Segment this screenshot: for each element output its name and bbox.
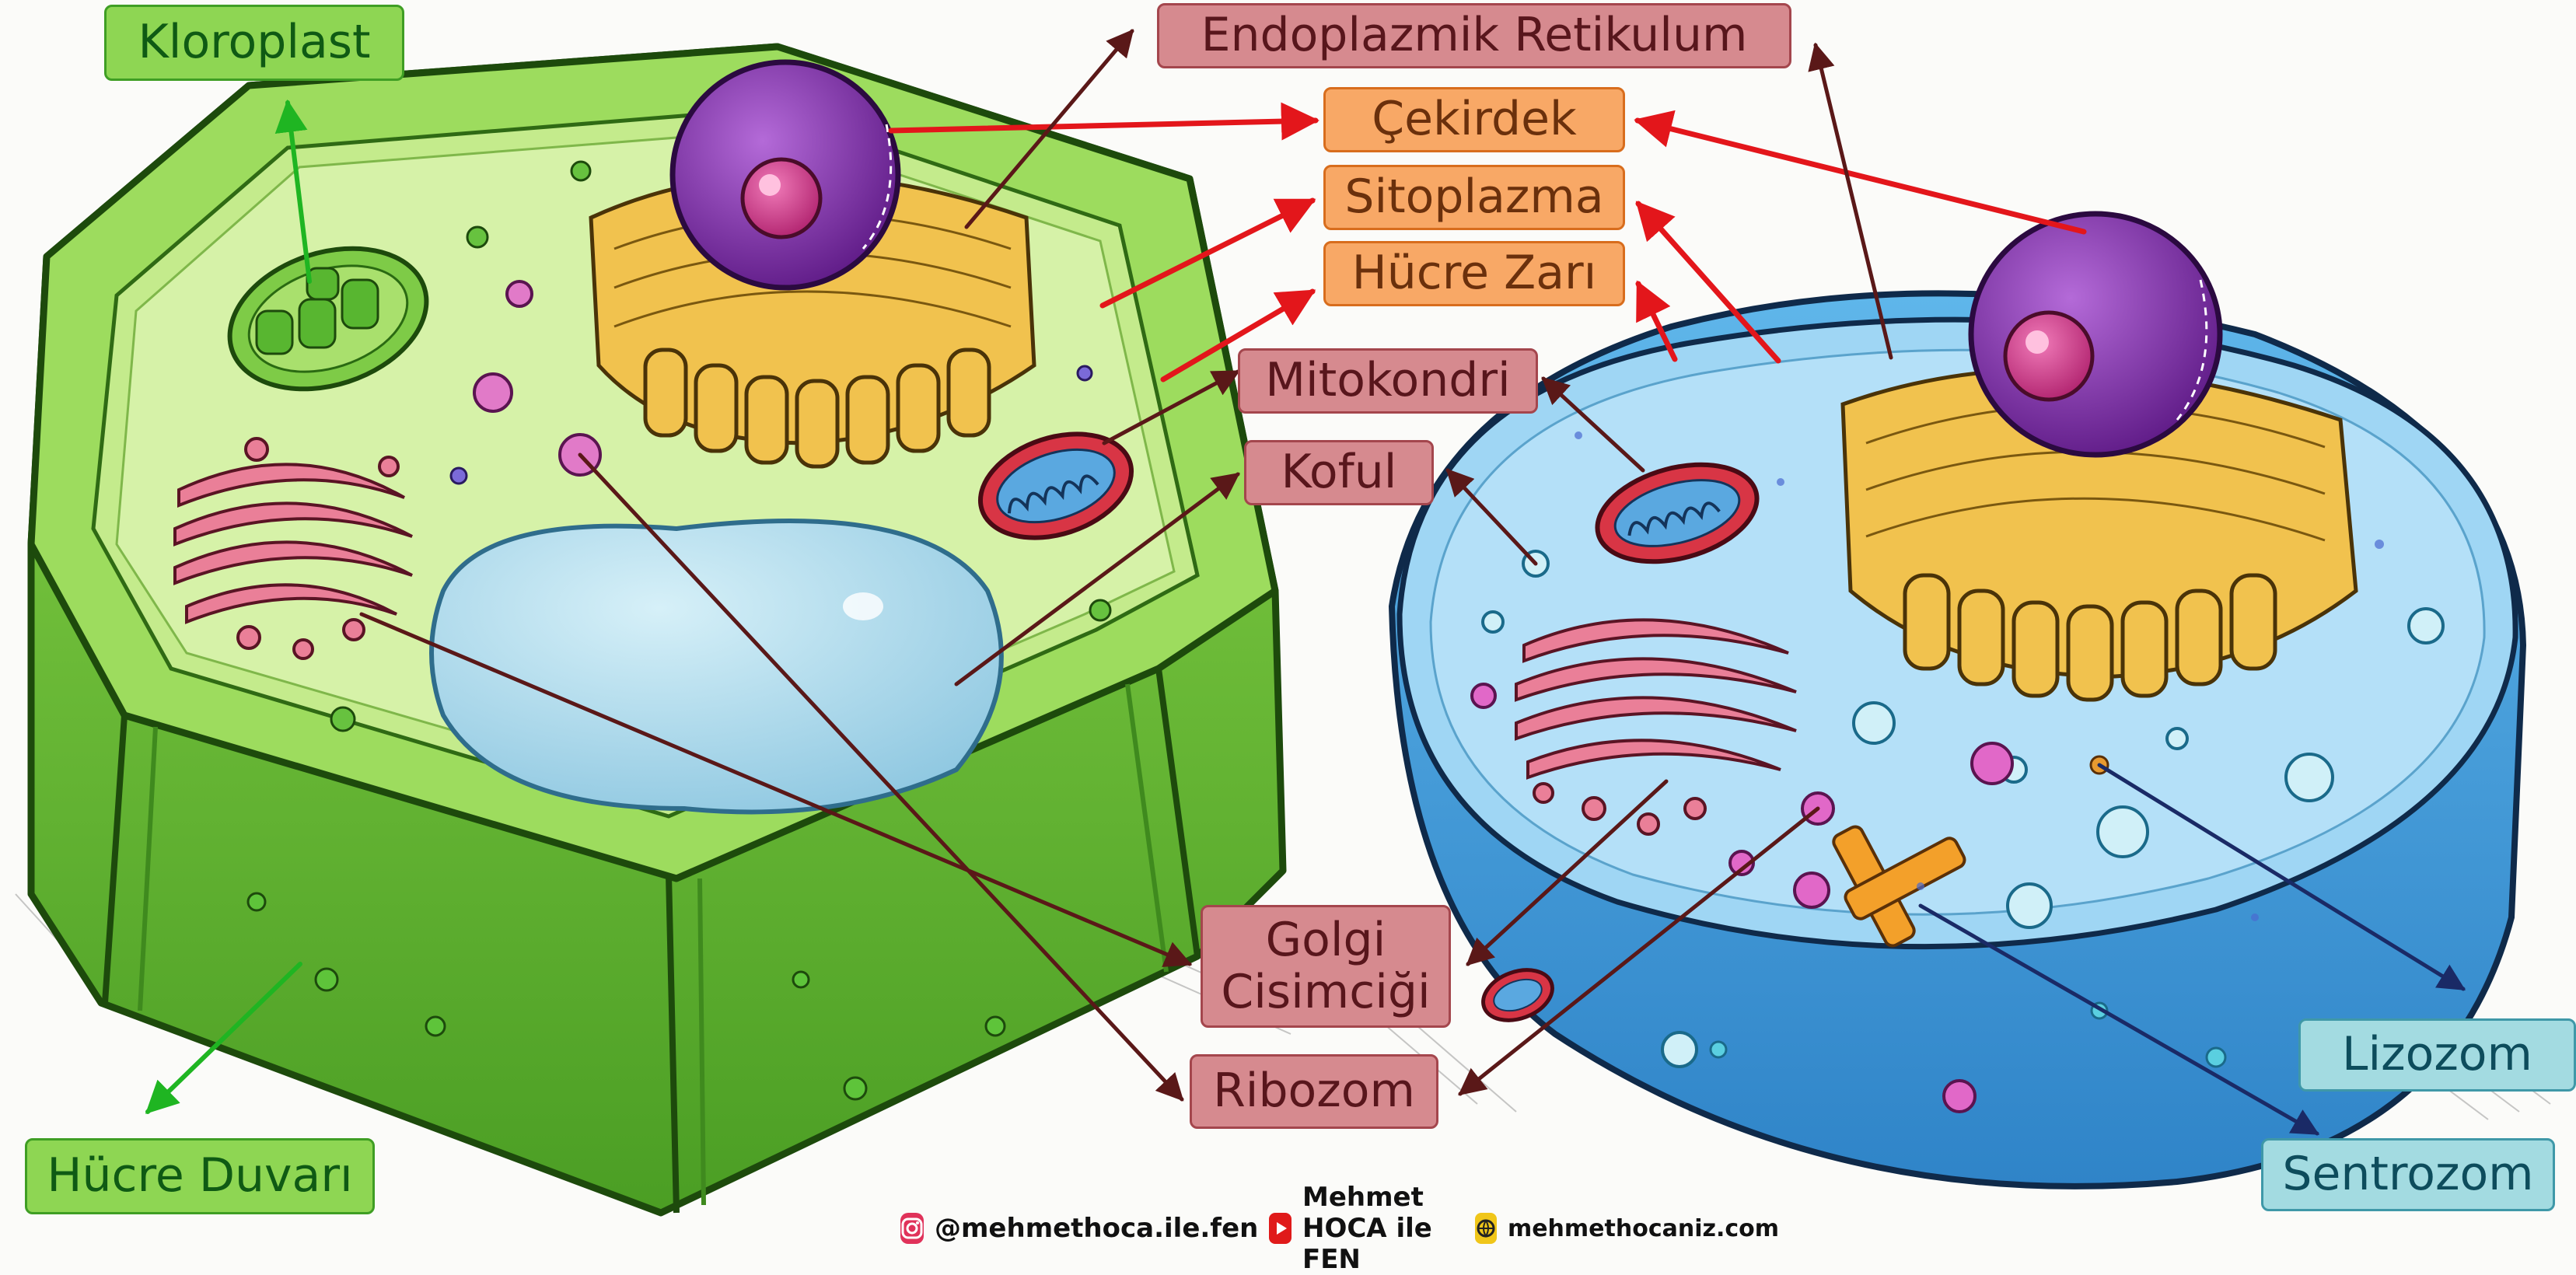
footer-credits: @mehmethoca.ile.fen Mehmet HOCA ile FEN … <box>869 1210 1779 1247</box>
footer-youtube[interactable]: Mehmet HOCA ile FEN <box>1302 1182 1464 1275</box>
plant-cell <box>31 47 1283 1213</box>
label-ribozom: Ribozom <box>1190 1054 1438 1129</box>
label-sentrozom: Sentrozom <box>2261 1138 2555 1211</box>
instagram-icon <box>900 1213 924 1244</box>
label-hucre-zari: Hücre Zarı <box>1323 241 1625 306</box>
label-hucre-duvari: Hücre Duvarı <box>25 1138 375 1214</box>
footer-website[interactable]: mehmethocaniz.com <box>1508 1215 1779 1242</box>
footer-instagram[interactable]: @mehmethoca.ile.fen <box>935 1213 1258 1244</box>
label-endoplazmik-retikulum: Endoplazmik Retikulum <box>1157 3 1791 68</box>
label-golgi-line1: Golgi <box>1266 914 1386 966</box>
label-mitokondri: Mitokondri <box>1238 348 1538 414</box>
plant-vacuole <box>432 521 1001 812</box>
label-cekirdek: Çekirdek <box>1323 87 1625 152</box>
animal-nucleus <box>1971 214 2220 455</box>
label-golgi-line2: Cisimciği <box>1221 966 1430 1018</box>
youtube-icon <box>1269 1213 1291 1244</box>
label-kloroplast: Kloroplast <box>104 5 404 81</box>
plant-nucleus <box>673 62 898 288</box>
label-lizozom: Lizozom <box>2298 1018 2576 1092</box>
globe-icon <box>1475 1213 1497 1244</box>
label-golgi-cisimcigi: Golgi Cisimciği <box>1201 905 1451 1028</box>
label-koful: Koful <box>1244 440 1434 505</box>
label-sitoplazma: Sitoplazma <box>1323 165 1625 230</box>
arrow-cekirdek-animal <box>1638 121 2084 232</box>
